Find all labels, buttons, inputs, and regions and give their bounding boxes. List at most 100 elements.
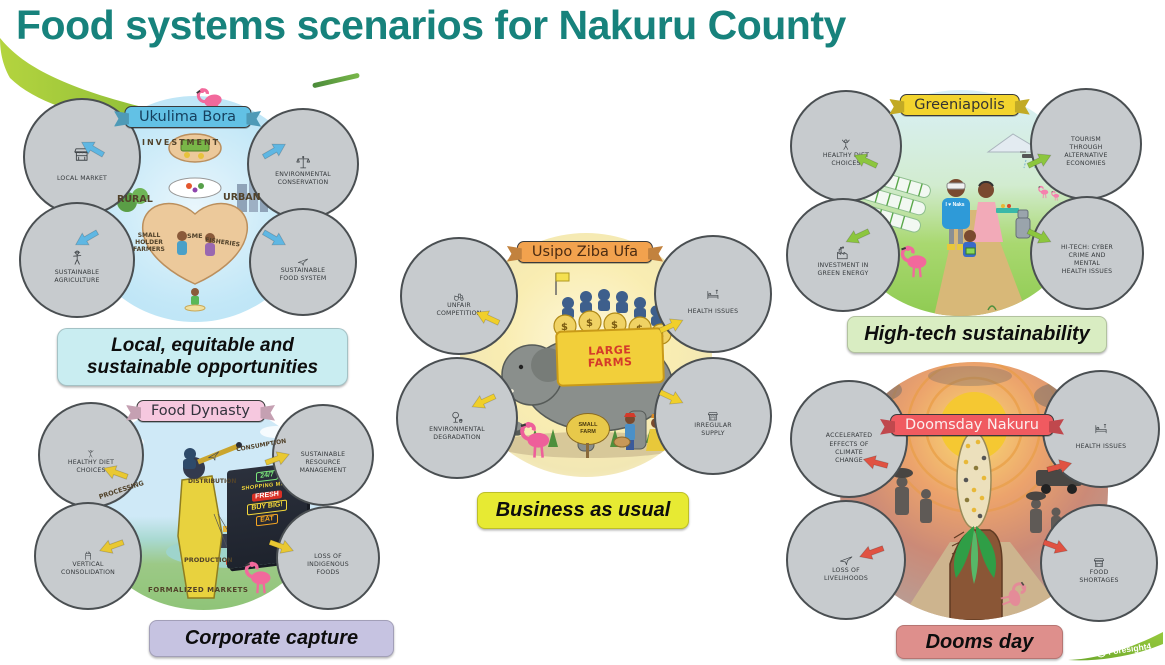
tractor-icon [446, 290, 472, 302]
topic-circle: IRREGULAR SUPPLY [654, 357, 772, 475]
scenario-label-food-dynasty: Corporate capture [149, 620, 394, 657]
topic-caption: HEALTHY DIET CHOICES [822, 151, 870, 167]
keyword: SMALL HOLDER FARMERS [133, 232, 165, 253]
scenario-banner: Food Dynasty [125, 400, 276, 422]
scenario-cluster-doomsday-nakuru: Doomsday Nakuru ACCELERATED EFFECTS OF C… [778, 358, 1165, 626]
topic-circle: LOSS OF LIVELIHOODS [786, 500, 906, 620]
elephant-blanket-label: LARGE FARMS [555, 327, 665, 387]
svg-text:$: $ [561, 322, 568, 333]
topic-caption: UNFAIR COMPETITION [436, 301, 482, 317]
keyword: SME [187, 232, 203, 240]
topic-circle: UNFAIR COMPETITION [400, 237, 518, 355]
shirt-slogan: I ♥ Naks [943, 202, 967, 209]
shirt-text: I ♥ Naks [945, 202, 965, 208]
svg-text:$: $ [586, 318, 593, 329]
topic-circle: ACCELERATED EFFECTS OF CLIMATE CHANGE [790, 380, 908, 498]
keyword: RURAL [117, 194, 153, 205]
scenario-label-doomsday: Dooms day [896, 625, 1063, 659]
banner-title: Food Dynasty [150, 403, 251, 419]
label-text: Dooms day [925, 630, 1034, 653]
market-stall-icon [1086, 556, 1112, 569]
topic-caption: LOSS OF LIVELIHOODS [824, 566, 868, 583]
label-text: Corporate capture [184, 627, 359, 649]
topic-caption: SUSTAINABLE AGRICULTURE [54, 268, 100, 284]
topic-circle: LOSS OF INDIGENOUS FOODS [276, 506, 380, 610]
topic-caption: IRREGULAR SUPPLY [694, 421, 732, 437]
topic-circle: SUSTAINABLE AGRICULTURE [19, 202, 135, 318]
topic-caption: TOURISM THROUGH ALTERNATIVE ECONOMIES [1064, 136, 1108, 168]
factory-icon [830, 246, 857, 261]
foresight-logo: Foresight4 [1068, 629, 1163, 665]
ribbon-tail [260, 405, 276, 421]
topic-caption: INVESTMENT IN GREEN ENERGY [817, 261, 869, 277]
banner-title: Greeniapolis [914, 97, 1005, 113]
raised-fists-icon [76, 549, 100, 561]
topic-caption: HEALTH ISSUES [687, 307, 739, 315]
small-farm-sign: SMALL FARM [566, 413, 610, 458]
scenario-cluster-usipo-ziba-ufa: $$$$$ LARGE FARMS SMALL FARM Usipo Ziba … [390, 225, 780, 485]
scenario-label-greeniapolis: High-tech sustainability [847, 316, 1107, 353]
scenario-banner: Doomsday Nakuru [880, 414, 1064, 436]
scenario-banner: Usipo Ziba Ufa [506, 241, 664, 263]
ribbon-tail [125, 405, 141, 421]
topic-caption: LOCAL MARKET [56, 174, 108, 182]
ukulima-scene-art [117, 133, 268, 312]
label-text: Local, equitable and sustainable opportu… [86, 335, 319, 378]
scenario-label-ukulima-bora: Local, equitable and sustainable opportu… [57, 328, 348, 386]
keyword: PRODUCTION [184, 556, 233, 564]
topic-caption: SUSTAINABLE FOOD SYSTEM [279, 266, 327, 282]
logo-spiral-icon [1096, 647, 1107, 658]
ribbon-tail [1014, 99, 1030, 115]
airplane-icon [833, 552, 860, 567]
banner-title: Doomsday Nakuru [905, 417, 1039, 433]
topic-circle: ENVIRONMENTAL DEGRADATION [396, 357, 518, 479]
hospital-bed-icon [700, 288, 726, 302]
topic-caption: FOOD SHORTAGES [1079, 568, 1119, 585]
topic-circle: HEALTHY DIET CHOICES [38, 402, 144, 508]
market-stall-icon [700, 410, 726, 422]
svg-text:$: $ [611, 320, 618, 331]
ribbon-tail [113, 111, 129, 127]
topic-caption: HI-TECH: CYBER CRIME AND MENTAL HEALTH I… [1060, 244, 1114, 276]
ribbon-tail [648, 246, 664, 262]
topic-circle: SUSTAINABLE FOOD SYSTEM [249, 208, 357, 316]
farmer-icon [63, 249, 91, 266]
airplane-icon [291, 255, 315, 267]
topic-circle: HEALTH ISSUES [654, 235, 772, 353]
hospital-bed-icon [1088, 422, 1114, 436]
banner-title: Ukulima Bora [138, 109, 237, 125]
ribbon-tail [1048, 419, 1064, 435]
topic-caption: LOSS OF INDIGENOUS FOODS [307, 552, 349, 576]
wrestler-icon [79, 449, 102, 459]
label-text: High-tech sustainability [864, 323, 1090, 345]
balance-scales-icon [290, 155, 316, 170]
ribbon-tail [889, 99, 905, 115]
scenario-cluster-ukulima-bora: Ukulima Bora LOCAL MARKET ENVIRONMENTAL … [15, 80, 360, 330]
topic-circle: ENVIRONMENTAL CONSERVATION [247, 108, 359, 220]
topic-caption: HEALTH ISSUES [1075, 443, 1127, 451]
banner-title: Usipo Ziba Ufa [531, 244, 639, 260]
keyword: DISTRIBUTION [188, 478, 237, 485]
keyword: URBAN [223, 192, 261, 203]
greeniapolis-scene-art [838, 133, 1057, 316]
scenario-cluster-food-dynasty: 24/7 SHOPPING MALL FRESH BUY BIG! EAT Fo… [28, 390, 380, 620]
page-title: Food systems scenarios for Nakuru County [16, 2, 846, 48]
topic-circle: VERTICAL CONSOLIDATION [34, 502, 142, 610]
mall-sign: EAT [256, 513, 278, 527]
ribbon-tail [246, 111, 262, 127]
scenario-cluster-greeniapolis: I ♥ Naks Greeniapolis HEALTHY DIET CHOIC… [782, 82, 1144, 322]
topic-circle: TOURISM THROUGH ALTERNATIVE ECONOMIES [1030, 88, 1142, 200]
topic-caption: ENVIRONMENTAL CONSERVATION [275, 170, 331, 186]
topic-circle: HEALTHY DIET CHOICES [790, 90, 902, 202]
sign-text: SMALL FARM [578, 422, 598, 435]
topic-caption: SUSTAINABLE RESOURCE MANAGEMENT [299, 450, 347, 474]
scenario-banner: Ukulima Bora [113, 106, 262, 128]
keyword: FORMALIZED MARKETS [148, 586, 249, 594]
topic-caption: ACCELERATED EFFECTS OF CLIMATE CHANGE [825, 432, 873, 464]
topic-caption: ENVIRONMENTAL DEGRADATION [429, 425, 485, 441]
topic-circle: FOOD SHORTAGES [1040, 504, 1158, 622]
blanket-text: LARGE FARMS [587, 343, 633, 370]
topic-caption: HEALTHY DIET CHOICES [67, 458, 115, 474]
mall-sign: BUY BIG! [247, 499, 287, 516]
ribbon-tail [880, 419, 896, 435]
